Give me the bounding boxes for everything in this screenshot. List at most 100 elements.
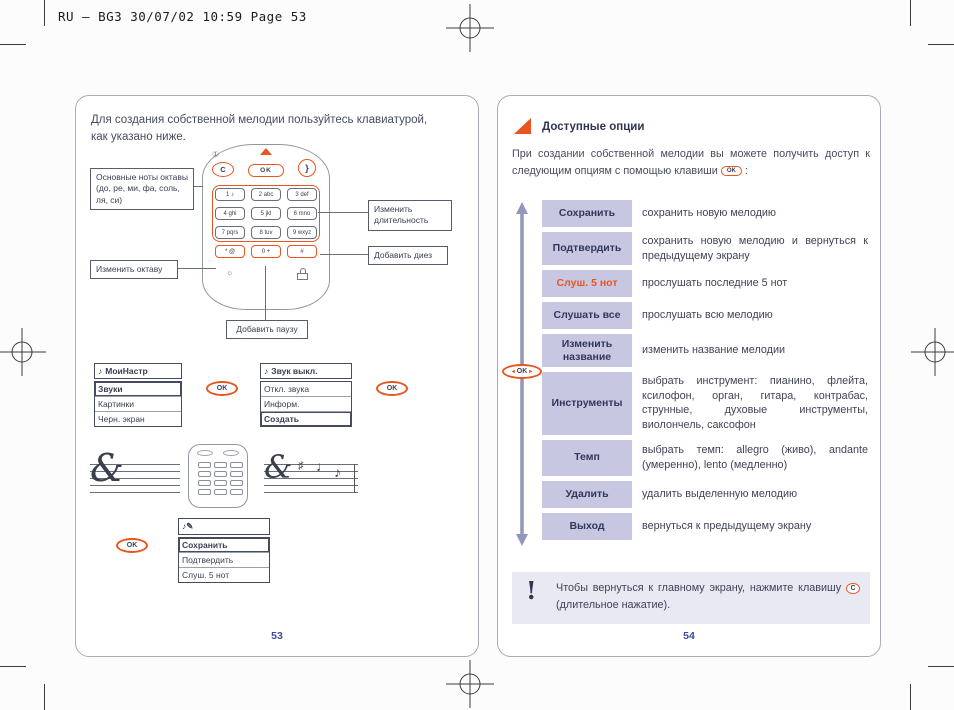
lock-icon-body	[297, 273, 308, 280]
keypad-key-0: 0 +	[251, 245, 281, 258]
manual-page-54: Доступные опции При создании собственной…	[497, 95, 881, 657]
keypad-key-7: 7 pqrs	[215, 226, 245, 239]
keypad-grid: 1 ♪ 2 abc 3 def 4 ghi 5 jkl 6 mno 7 pqrs…	[215, 188, 317, 258]
staff-lines	[264, 464, 358, 493]
menu-sounds-title: ♪ Звук выкл.	[260, 363, 352, 379]
callout-base-notes: Основные ноты октавы (до, ре, ми, фа, со…	[90, 168, 194, 211]
option-description: выбрать темп: allegro (живо), andante (у…	[642, 444, 868, 471]
callout-line	[265, 266, 266, 320]
crop-tick	[928, 666, 954, 667]
menu-screen-save: ♪✎ Сохранить Подтвердить Слуш. 5 нот	[178, 518, 270, 583]
option-description: прослушать всю мелодию	[642, 309, 773, 322]
option-description: выбрать инструмент: пианино, флейта, кси…	[642, 375, 868, 431]
page-number-54: 54	[683, 630, 695, 642]
option-label: Темп	[542, 439, 632, 476]
menu-item: Звуки	[95, 382, 181, 396]
option-description: сохранить новую мелодию	[642, 207, 777, 220]
option-label: Выход	[542, 512, 632, 540]
bar-line	[354, 464, 355, 493]
option-row: Подтвердить сохранить новую мелодию и ве…	[542, 232, 868, 266]
crop-tick	[928, 44, 954, 45]
callout-change-duration: Изменить длительность	[368, 200, 452, 231]
treble-clef-icon: &	[90, 446, 124, 490]
keypad-key-5: 5 jkl	[251, 207, 281, 220]
eighth-note-icon: ♪	[334, 464, 341, 480]
crop-tick	[910, 0, 911, 26]
page-number-53: 53	[271, 630, 283, 642]
option-description: сохранить новую мелодию и вернуться к пр…	[642, 235, 868, 262]
page53-intro-text: Для создания собственной мелодии пользуй…	[91, 114, 428, 144]
menu-title-label: Звук выкл.	[271, 366, 318, 376]
callout-line	[318, 212, 368, 213]
crop-tick	[910, 684, 911, 710]
menu-item: Информ.	[261, 396, 351, 411]
flap-key: }	[298, 159, 316, 177]
notes-icon: ♪	[98, 366, 103, 376]
nav-up-arrow-icon	[260, 148, 272, 155]
crop-tick	[44, 684, 45, 710]
section-title: Доступные опции	[542, 121, 645, 133]
manual-page-53: Для создания собственной мелодии пользуй…	[75, 95, 479, 657]
menu-item: Подтвердить	[179, 552, 269, 567]
mini-softkey	[197, 450, 213, 456]
mute-icon: ♪	[264, 366, 269, 376]
page54-intro-text: При создании собственной мелодии вы може…	[512, 146, 870, 179]
menu-sounds-items: Откл. звука Информ. Создать	[260, 381, 352, 427]
callout-line	[320, 254, 368, 255]
option-label: Слуш. 5 нот	[542, 270, 632, 298]
keypad-key-4: 4 ghi	[215, 207, 245, 220]
note-box: ! Чтобы вернуться к главному экрану, наж…	[512, 572, 870, 624]
option-row: Удалить удалить выделенную мелодию	[542, 480, 868, 508]
intro-text-before: При создании собственной мелодии вы може…	[512, 148, 870, 177]
crop-tick	[0, 44, 26, 45]
option-row: Сохранить сохранить новую мелодию	[542, 200, 868, 227]
registration-mark-right	[911, 328, 954, 376]
option-row: Выход вернуться к предыдущему экрану	[542, 512, 868, 540]
menu-item: Сохранить	[179, 538, 269, 552]
option-label: Слушать все	[542, 302, 632, 330]
option-description: прослушать последние 5 нот	[642, 277, 788, 290]
clear-key: C	[212, 162, 234, 177]
callout-add-sharp: Добавить диез	[368, 246, 448, 266]
option-row: Слуш. 5 нот прослушать последние 5 нот	[542, 270, 868, 298]
menu-screen-settings: ♪ МоиНастр Звуки Картинки Черн. экран	[94, 363, 182, 427]
option-row: Инструменты выбрать инструмент: пианино,…	[542, 372, 868, 435]
note-text-before: Чтобы вернуться к главному экрану, нажми…	[556, 582, 842, 594]
mini-softkey	[223, 450, 239, 456]
intro-text-after: :	[744, 164, 748, 177]
option-description: изменить название мелодии	[642, 344, 786, 357]
keypad-key-star: * @	[215, 245, 245, 258]
clear-key-icon: C	[845, 582, 861, 594]
section-triangle-icon	[514, 118, 531, 134]
menu-save-title: ♪✎	[178, 518, 270, 535]
keypad-key-9: 9 wxyz	[287, 226, 317, 239]
nav-left-arrow-icon: ◂	[511, 369, 515, 375]
note-text-after: (длительное нажатие).	[556, 598, 671, 611]
crop-tick	[44, 0, 45, 26]
print-job-header: RU – BG3 30/07/02 10:59 Page 53	[58, 9, 307, 24]
note-text: Чтобы вернуться к главному экрану, нажми…	[556, 580, 861, 613]
option-description: вернуться к предыдущему экрану	[642, 519, 812, 532]
lock-icon	[300, 268, 306, 274]
treble-clef-icon: &	[264, 448, 293, 486]
empty-staff-illustration: &	[90, 446, 180, 504]
callout-change-octave: Изменить октаву	[90, 260, 178, 280]
option-row: Изменить название изменить название мело…	[542, 334, 868, 368]
menu-item: Картинки	[95, 396, 181, 411]
option-row: Слушать все прослушать всю мелодию	[542, 302, 868, 330]
ok-button-icon: OK	[376, 381, 408, 396]
option-label: Инструменты	[542, 372, 632, 435]
melody-staff-illustration: & ♯ ♩ ♪	[264, 448, 358, 502]
menu-item: Слуш. 5 нот	[179, 567, 269, 582]
ok-label: OK	[516, 368, 528, 375]
nav-right-arrow-icon: ▸	[529, 369, 533, 375]
registration-mark-top	[446, 4, 494, 52]
phone-keypad-illustration: ① C OK } 1 ♪ 2 abc 3 def 4 ghi 5 jkl 6 m…	[202, 144, 330, 310]
menu-item: Черн. экран	[95, 411, 181, 426]
keypad-key-2: 2 abc	[251, 188, 281, 201]
note-keys-highlight	[212, 185, 320, 242]
keypad-key-3: 3 def	[287, 188, 317, 201]
options-table: Сохранить сохранить новую мелодию Подтве…	[542, 200, 868, 540]
mini-keypad-grid	[198, 462, 243, 495]
ok-key-icon: OK	[720, 165, 742, 176]
